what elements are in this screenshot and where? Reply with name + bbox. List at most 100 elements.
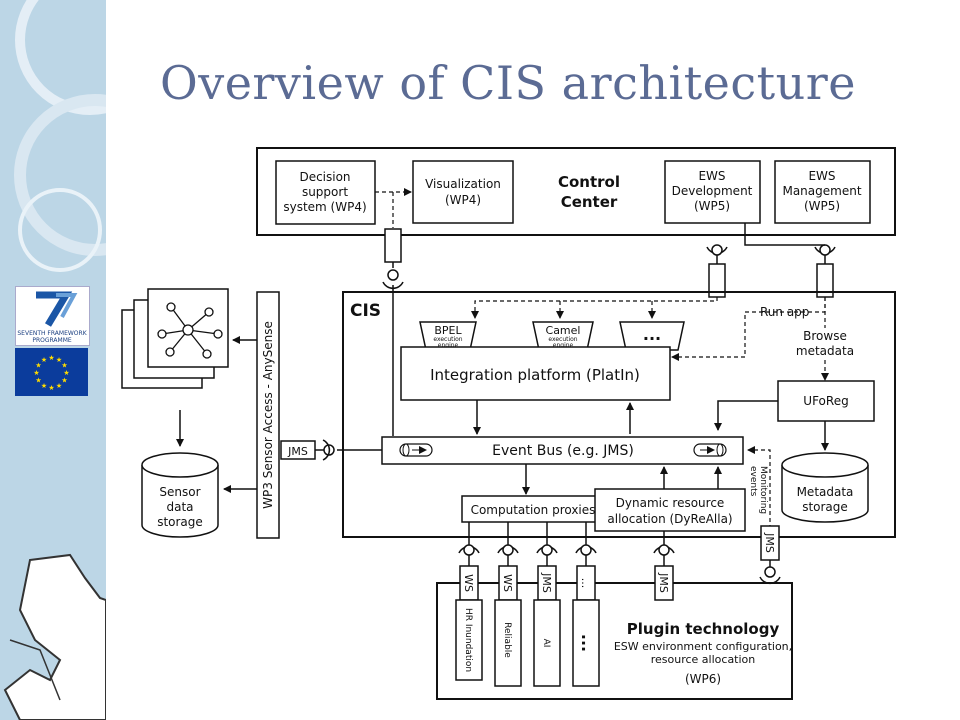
cc-left-connector — [384, 228, 402, 263]
plugin-title: Plugin technology — [627, 620, 780, 638]
metadata-storage-cylinder — [781, 465, 869, 523]
visualization-line-1: Visualization — [425, 177, 501, 191]
plugin-connector-4-label: ... — [579, 578, 592, 589]
fp7-logo: SEVENTH FRAMEWORK PROGRAMME — [15, 286, 90, 346]
visualization-box — [412, 160, 514, 224]
ews-dev-to-mgmt-line — [744, 223, 825, 246]
browse-metadata-line-2: metadata — [796, 344, 854, 358]
dyrealla-line-2: allocation (DyReAlla) — [607, 512, 732, 526]
fp7-text-line-2: PROGRAMME — [32, 337, 72, 344]
metadata-storage-top — [781, 452, 869, 478]
sidebar-ring-1 — [15, 0, 106, 115]
monitoring-jms-connector — [759, 525, 781, 585]
eu-star-icon: ★ — [35, 377, 41, 385]
eu-star-icon: ★ — [33, 369, 39, 377]
cis-label: CIS — [350, 301, 381, 321]
camel-sub-2: engine — [553, 342, 574, 349]
integration-platform-box — [400, 346, 671, 401]
eu-star-icon: ★ — [63, 369, 69, 377]
plugin-1-label: HR Inundation — [463, 608, 473, 672]
dyrealla-line-1: Dynamic resource — [616, 496, 725, 510]
plugin-3-label: AI — [541, 639, 551, 648]
sensor-jms-socket-cup — [322, 439, 331, 461]
eu-star-icon: ★ — [56, 382, 62, 390]
sensor-storage-line-2: data — [166, 500, 193, 514]
sensor-access-label: WP3 Sensor Access - AnySense — [261, 321, 275, 509]
monitoring-jms-label: JMS — [763, 532, 776, 553]
plugin-subtitle-1: ESW environment configuration, — [614, 640, 792, 653]
bpel-sub-1: execution — [433, 336, 462, 343]
metadata-storage-line-1: Metadata — [797, 485, 854, 499]
ews-mgmt-socket-icon — [819, 244, 831, 256]
sensor-storage-cylinder — [141, 465, 219, 538]
event-bus-pipe-left-end — [402, 443, 410, 457]
plugin-connector-5-label: JMS — [657, 572, 670, 593]
control-center-label-1: Control — [558, 173, 620, 191]
ews-dev-line-3: (WP5) — [694, 199, 730, 213]
plugin-connector-2 — [494, 522, 522, 687]
run-dist-bpel-arrow — [471, 297, 718, 319]
control-center-label-2: Center — [561, 193, 618, 211]
map-silhouette-icon — [3, 553, 106, 720]
ews-mgmt-line-3: (WP5) — [804, 199, 840, 213]
cis-box — [342, 291, 896, 538]
visualization-line-2: (WP4) — [445, 193, 481, 207]
dyrealla-box — [594, 488, 746, 532]
sidebar-ring-3 — [18, 188, 102, 272]
uforeg-label: UFoReg — [803, 394, 848, 408]
ews-dev-box — [664, 160, 761, 224]
plugin-connector-2-label: WS — [501, 574, 514, 592]
ews-dev-line-2: Development — [672, 184, 753, 198]
ews-dev-line-1: EWS — [698, 169, 725, 183]
sensor-jms-label: JMS — [287, 445, 308, 458]
sidebar-decoration — [3, 0, 106, 720]
eu-star-icon: ★ — [41, 356, 47, 364]
plugin-connector-3 — [533, 522, 561, 687]
run-app-label: Run app — [760, 305, 809, 319]
uforeg-box — [777, 380, 875, 422]
plugin-connector-1 — [455, 522, 483, 681]
eu-stars: ★★★★★★★★★★★★ — [33, 354, 69, 392]
more-engines-label: ... — [643, 325, 661, 344]
fp7-text-line-1: SEVENTH FRAMEWORK — [17, 330, 87, 337]
plugin-2-label: Reliable — [502, 622, 512, 658]
decision-support-line-1: Decision — [299, 170, 350, 184]
event-bus-box — [381, 436, 744, 465]
plugin-connector-5 — [653, 531, 675, 601]
eu-star-icon: ★ — [56, 356, 62, 364]
eu-flag-icon: ★★★★★★★★★★★★ — [15, 348, 88, 396]
eu-star-icon: ★ — [61, 362, 67, 370]
plugin-connector-4 — [572, 522, 600, 687]
sensor-storage-line-1: Sensor — [159, 485, 200, 499]
decision-support-box — [275, 160, 376, 225]
camel-sub-1: execution — [548, 336, 577, 343]
bpel-label: BPEL — [434, 324, 462, 337]
monitoring-events-line-2: events — [748, 466, 758, 497]
plugin-4-label: ... — [578, 634, 597, 652]
eu-star-icon: ★ — [48, 354, 54, 362]
decision-support-line-3: system (WP4) — [283, 200, 366, 214]
ews-mgmt-line-2: Management — [782, 184, 861, 198]
fp7-logo-icon: SEVENTH FRAMEWORK PROGRAMME — [17, 291, 88, 344]
more-engines-box — [619, 321, 685, 351]
slide-title: Overview of CIS architecture — [160, 56, 856, 110]
map-coast-line — [9, 639, 61, 701]
metadata-storage-line-2: storage — [802, 500, 848, 514]
plugin-connector-1-label: WS — [462, 574, 475, 592]
plugin-connector-3-label: JMS — [540, 572, 553, 593]
integration-platform-label: Integration platform (PlatIn) — [430, 366, 640, 384]
eu-star-icon: ★ — [35, 362, 41, 370]
eu-star-icon: ★ — [48, 384, 54, 392]
uforeg-to-eventbus-arrow — [714, 400, 778, 431]
ews-mgmt-box — [774, 160, 871, 224]
event-bus-pipe-right-end — [716, 443, 724, 457]
sensor-storage-line-3: storage — [157, 515, 203, 529]
event-bus-label: Event Bus (e.g. JMS) — [492, 443, 634, 459]
ews-dev-socket-icon — [711, 244, 723, 256]
cc-left-socket-icon — [387, 269, 399, 281]
computation-proxies-label: Computation proxies — [471, 503, 596, 517]
plugin-subtitle-2: resource allocation — [651, 653, 756, 666]
plugin-wp: (WP6) — [685, 672, 721, 686]
eu-star-icon: ★ — [41, 382, 47, 390]
